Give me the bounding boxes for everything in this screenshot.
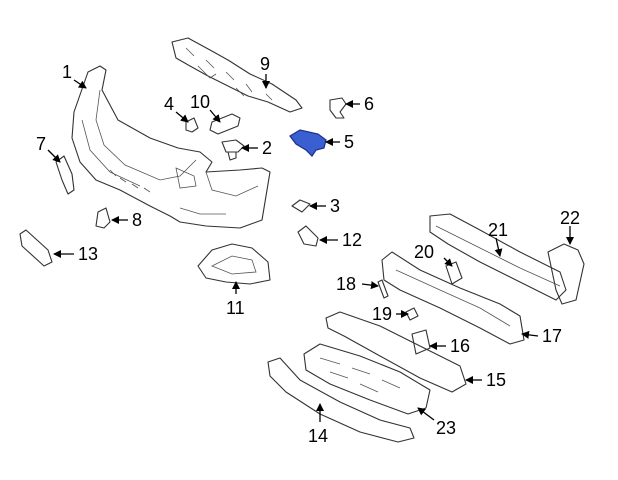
callout-3: 3	[330, 196, 340, 216]
callout-5: 5	[344, 132, 354, 152]
under-cover-23	[303, 343, 431, 415]
pin-18	[377, 279, 389, 299]
callout-20: 20	[414, 242, 434, 262]
bracket-5-highlighted	[289, 129, 327, 157]
absorber-17	[381, 251, 525, 345]
leader-lines	[47, 74, 574, 422]
callout-16: 16	[450, 336, 470, 356]
callout-22: 22	[560, 208, 580, 228]
callout-10: 10	[190, 92, 210, 112]
bracket-6	[329, 97, 347, 119]
callout-7: 7	[36, 134, 46, 154]
callout-6: 6	[364, 94, 374, 114]
callout-8: 8	[132, 210, 142, 230]
deflector-14	[267, 357, 415, 443]
callout-2: 2	[262, 138, 272, 158]
bracket-10	[209, 113, 241, 135]
callout-17: 17	[542, 326, 562, 346]
callout-12: 12	[342, 230, 362, 250]
callout-4: 4	[164, 94, 174, 114]
callout-14: 14	[308, 426, 328, 446]
bracket-12	[297, 225, 319, 247]
callout-21: 21	[488, 220, 508, 240]
bumper-cover	[71, 65, 271, 229]
callout-1: 1	[62, 62, 72, 82]
callout-15: 15	[486, 370, 506, 390]
sensor-2	[221, 139, 245, 161]
license-bracket-13	[19, 229, 53, 267]
clip-3	[291, 199, 311, 213]
bracket-7	[55, 155, 75, 195]
bracket-16	[411, 329, 431, 355]
callout-23: 23	[436, 418, 456, 438]
callout-9: 9	[260, 54, 270, 74]
bracket-20	[445, 261, 463, 285]
clip-4	[185, 117, 199, 133]
callout-11: 11	[226, 298, 245, 318]
lower-bar-15	[325, 311, 467, 393]
reinforcement-21	[429, 213, 567, 301]
callout-labels: 1 2 3 4 5 6 7 8 9 10 11 12 13 14 15 16 1…	[36, 54, 580, 446]
bracket-8	[95, 207, 111, 229]
upper-absorber	[171, 37, 303, 113]
bracket-22	[547, 243, 585, 305]
fog-bezel-11	[197, 243, 271, 285]
callout-18: 18	[336, 274, 356, 294]
callout-19: 19	[372, 304, 392, 324]
callout-13: 13	[78, 244, 98, 264]
